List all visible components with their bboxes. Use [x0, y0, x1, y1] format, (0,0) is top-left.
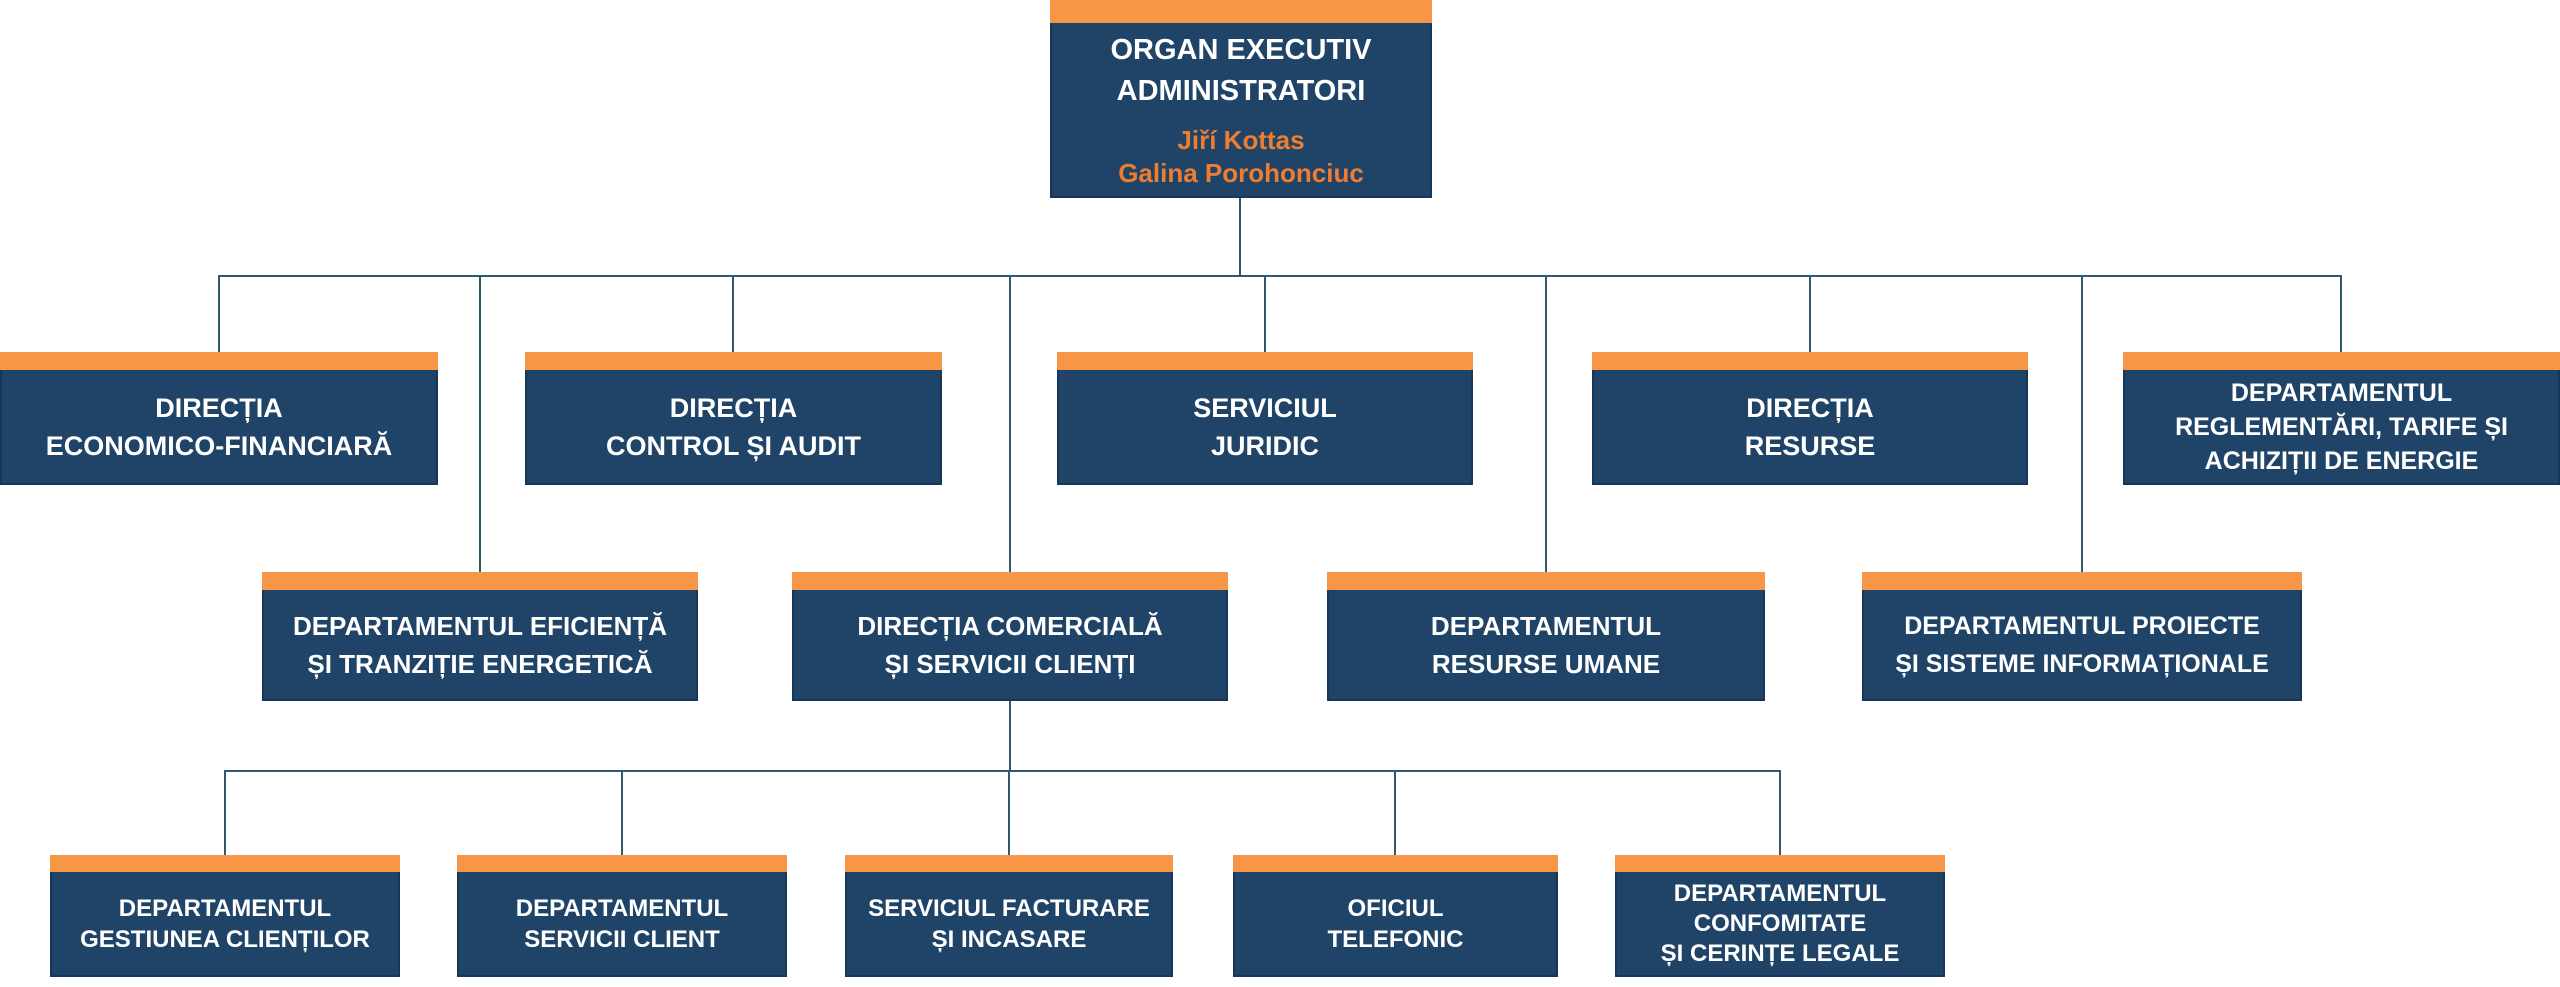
org-node-organ-executiv: ORGAN EXECUTIV ADMINISTRATORI Jiří Kotta… — [1050, 0, 1432, 198]
accent-bar — [1233, 855, 1558, 872]
label-line: DIRECȚIA — [155, 392, 283, 423]
label-line: DEPARTAMENTUL — [515, 894, 729, 922]
label-line: ADMINISTRATORI — [1116, 74, 1366, 107]
node-label: SERVICIUL FACTURARE ȘI INCASARE — [845, 872, 1173, 977]
person-name: Jiří Kottas — [1177, 124, 1305, 155]
connector-stub — [1779, 770, 1781, 856]
label-line: SERVICIUL FACTURARE — [868, 894, 1150, 922]
label-line: ȘI SISTEME INFORMAȚIONALE — [1895, 649, 2269, 678]
label-line: CONTROL ȘI AUDIT — [606, 430, 861, 461]
label-line: DEPARTAMENTUL — [1673, 879, 1887, 907]
node-label: DIRECȚIA RESURSE — [1592, 370, 2028, 485]
connector-stub — [732, 275, 734, 353]
connector-comerciala-drop — [1009, 701, 1011, 771]
person-name: Galina Porohonciuc — [1118, 157, 1364, 188]
connector-stub — [224, 770, 226, 856]
node-label: DEPARTAMENTUL CONFOMITATE ȘI CERINȚE LEG… — [1615, 872, 1945, 977]
label-line: RESURSE UMANE — [1431, 648, 1661, 679]
label-line: RESURSE — [1744, 430, 1876, 461]
label-line: CONFOMITATE — [1693, 909, 1867, 937]
connector-root-drop — [1239, 198, 1241, 277]
label-line: ȘI SERVICII CLIENȚI — [884, 648, 1136, 679]
label-line: SERVICII CLIENT — [524, 925, 720, 953]
accent-bar — [262, 572, 698, 590]
accent-bar — [0, 352, 438, 370]
org-node-dep-gestiunea-clientilor: DEPARTAMENTUL GESTIUNEA CLIENȚILOR — [50, 855, 400, 977]
org-node-dir-control-audit: DIRECȚIA CONTROL ȘI AUDIT — [525, 352, 942, 485]
connector-long-drop — [479, 275, 481, 574]
connector-stub — [1394, 770, 1396, 856]
node-label: DIRECȚIA ECONOMICO-FINANCIARĂ — [0, 370, 438, 485]
node-label: DEPARTAMENTUL RESURSE UMANE — [1327, 590, 1765, 701]
node-label: DEPARTAMENTUL GESTIUNEA CLIENȚILOR — [50, 872, 400, 977]
connector-stub — [1008, 770, 1010, 856]
label-line: ȘI TRANZIȚIE ENERGETICĂ — [307, 648, 653, 679]
org-node-dir-comerciala-servicii-clienti: DIRECȚIA COMERCIALĂ ȘI SERVICII CLIENȚI — [792, 572, 1228, 701]
label-line: REGLEMENTĂRI, TARIFE ȘI — [2175, 412, 2508, 441]
accent-bar — [1057, 352, 1473, 370]
org-node-dep-eficienta-tranzitie: DEPARTAMENTUL EFICIENȚĂ ȘI TRANZIȚIE ENE… — [262, 572, 698, 701]
accent-bar — [1592, 352, 2028, 370]
accent-bar — [1327, 572, 1765, 590]
node-label: DEPARTAMENTUL SERVICII CLIENT — [457, 872, 787, 977]
node-label: DEPARTAMENTUL REGLEMENTĂRI, TARIFE ȘI AC… — [2123, 370, 2560, 485]
label-line: ORGAN EXECUTIV — [1110, 33, 1372, 66]
org-node-oficiul-telefonic: OFICIUL TELEFONIC — [1233, 855, 1558, 977]
org-node-dir-economico-financiara: DIRECȚIA ECONOMICO-FINANCIARĂ — [0, 352, 438, 485]
org-node-dep-confomitate-cerinte-legale: DEPARTAMENTUL CONFOMITATE ȘI CERINȚE LEG… — [1615, 855, 1945, 977]
accent-bar — [792, 572, 1228, 590]
label-line: ECONOMICO-FINANCIARĂ — [45, 430, 393, 461]
accent-bar — [1615, 855, 1945, 872]
label-line: DIRECȚIA — [1746, 392, 1874, 423]
label-line: DEPARTAMENTUL — [1430, 610, 1662, 641]
accent-bar — [1862, 572, 2302, 590]
accent-bar — [525, 352, 942, 370]
org-node-dir-resurse: DIRECȚIA RESURSE — [1592, 352, 2028, 485]
accent-bar — [457, 855, 787, 872]
org-node-dep-resurse-umane: DEPARTAMENTUL RESURSE UMANE — [1327, 572, 1765, 701]
org-node-serviciul-juridic: SERVICIUL JURIDIC — [1057, 352, 1473, 485]
accent-bar — [845, 855, 1173, 872]
connector-stub — [218, 275, 220, 353]
accent-bar — [50, 855, 400, 872]
node-label: SERVICIUL JURIDIC — [1057, 370, 1473, 485]
label-line: ȘI CERINȚE LEGALE — [1660, 939, 1900, 967]
label-line: DEPARTAMENTUL — [2230, 378, 2453, 407]
node-label: DIRECȚIA COMERCIALĂ ȘI SERVICII CLIENȚI — [792, 590, 1228, 701]
label-line: DEPARTAMENTUL — [118, 894, 332, 922]
label-line: JURIDIC — [1210, 430, 1319, 461]
node-label: DIRECȚIA CONTROL ȘI AUDIT — [525, 370, 942, 485]
connector-rail-top — [218, 275, 2342, 277]
node-label: DEPARTAMENTUL PROIECTE ȘI SISTEME INFORM… — [1862, 590, 2302, 701]
connector-stub — [621, 770, 623, 856]
label-line: DIRECȚIA — [669, 392, 798, 423]
accent-bar — [2123, 352, 2560, 370]
label-line: OFICIUL — [1347, 894, 1444, 922]
accent-bar — [1050, 0, 1432, 23]
connector-stub — [1264, 275, 1266, 353]
org-node-dep-servicii-client: DEPARTAMENTUL SERVICII CLIENT — [457, 855, 787, 977]
org-node-dep-proiecte-sisteme: DEPARTAMENTUL PROIECTE ȘI SISTEME INFORM… — [1862, 572, 2302, 701]
node-label: OFICIUL TELEFONIC — [1233, 872, 1558, 977]
label-line: DEPARTAMENTUL PROIECTE — [1904, 611, 2260, 640]
label-line: ACHIZIȚII DE ENERGIE — [2204, 446, 2479, 475]
node-label: DEPARTAMENTUL EFICIENȚĂ ȘI TRANZIȚIE ENE… — [262, 590, 698, 701]
node-label: ORGAN EXECUTIV ADMINISTRATORI Jiří Kotta… — [1050, 23, 1432, 198]
connector-long-drop — [2081, 275, 2083, 574]
label-line: DEPARTAMENTUL EFICIENȚĂ — [292, 610, 668, 641]
org-node-serv-facturare-incasare: SERVICIUL FACTURARE ȘI INCASARE — [845, 855, 1173, 977]
connector-long-drop — [1545, 275, 1547, 574]
connector-long-drop — [1009, 275, 1011, 574]
label-line: SERVICIUL — [1193, 392, 1337, 423]
connector-stub — [1809, 275, 1811, 353]
label-line: TELEFONIC — [1327, 925, 1464, 953]
connector-stub — [2340, 275, 2342, 353]
org-node-dep-reglementari-tarife-achizitii: DEPARTAMENTUL REGLEMENTĂRI, TARIFE ȘI AC… — [2123, 352, 2560, 485]
connector-rail-bottom — [224, 770, 1781, 772]
label-line: ȘI INCASARE — [931, 925, 1087, 953]
label-line: DIRECȚIA COMERCIALĂ — [857, 610, 1163, 641]
label-line: GESTIUNEA CLIENȚILOR — [80, 925, 370, 953]
